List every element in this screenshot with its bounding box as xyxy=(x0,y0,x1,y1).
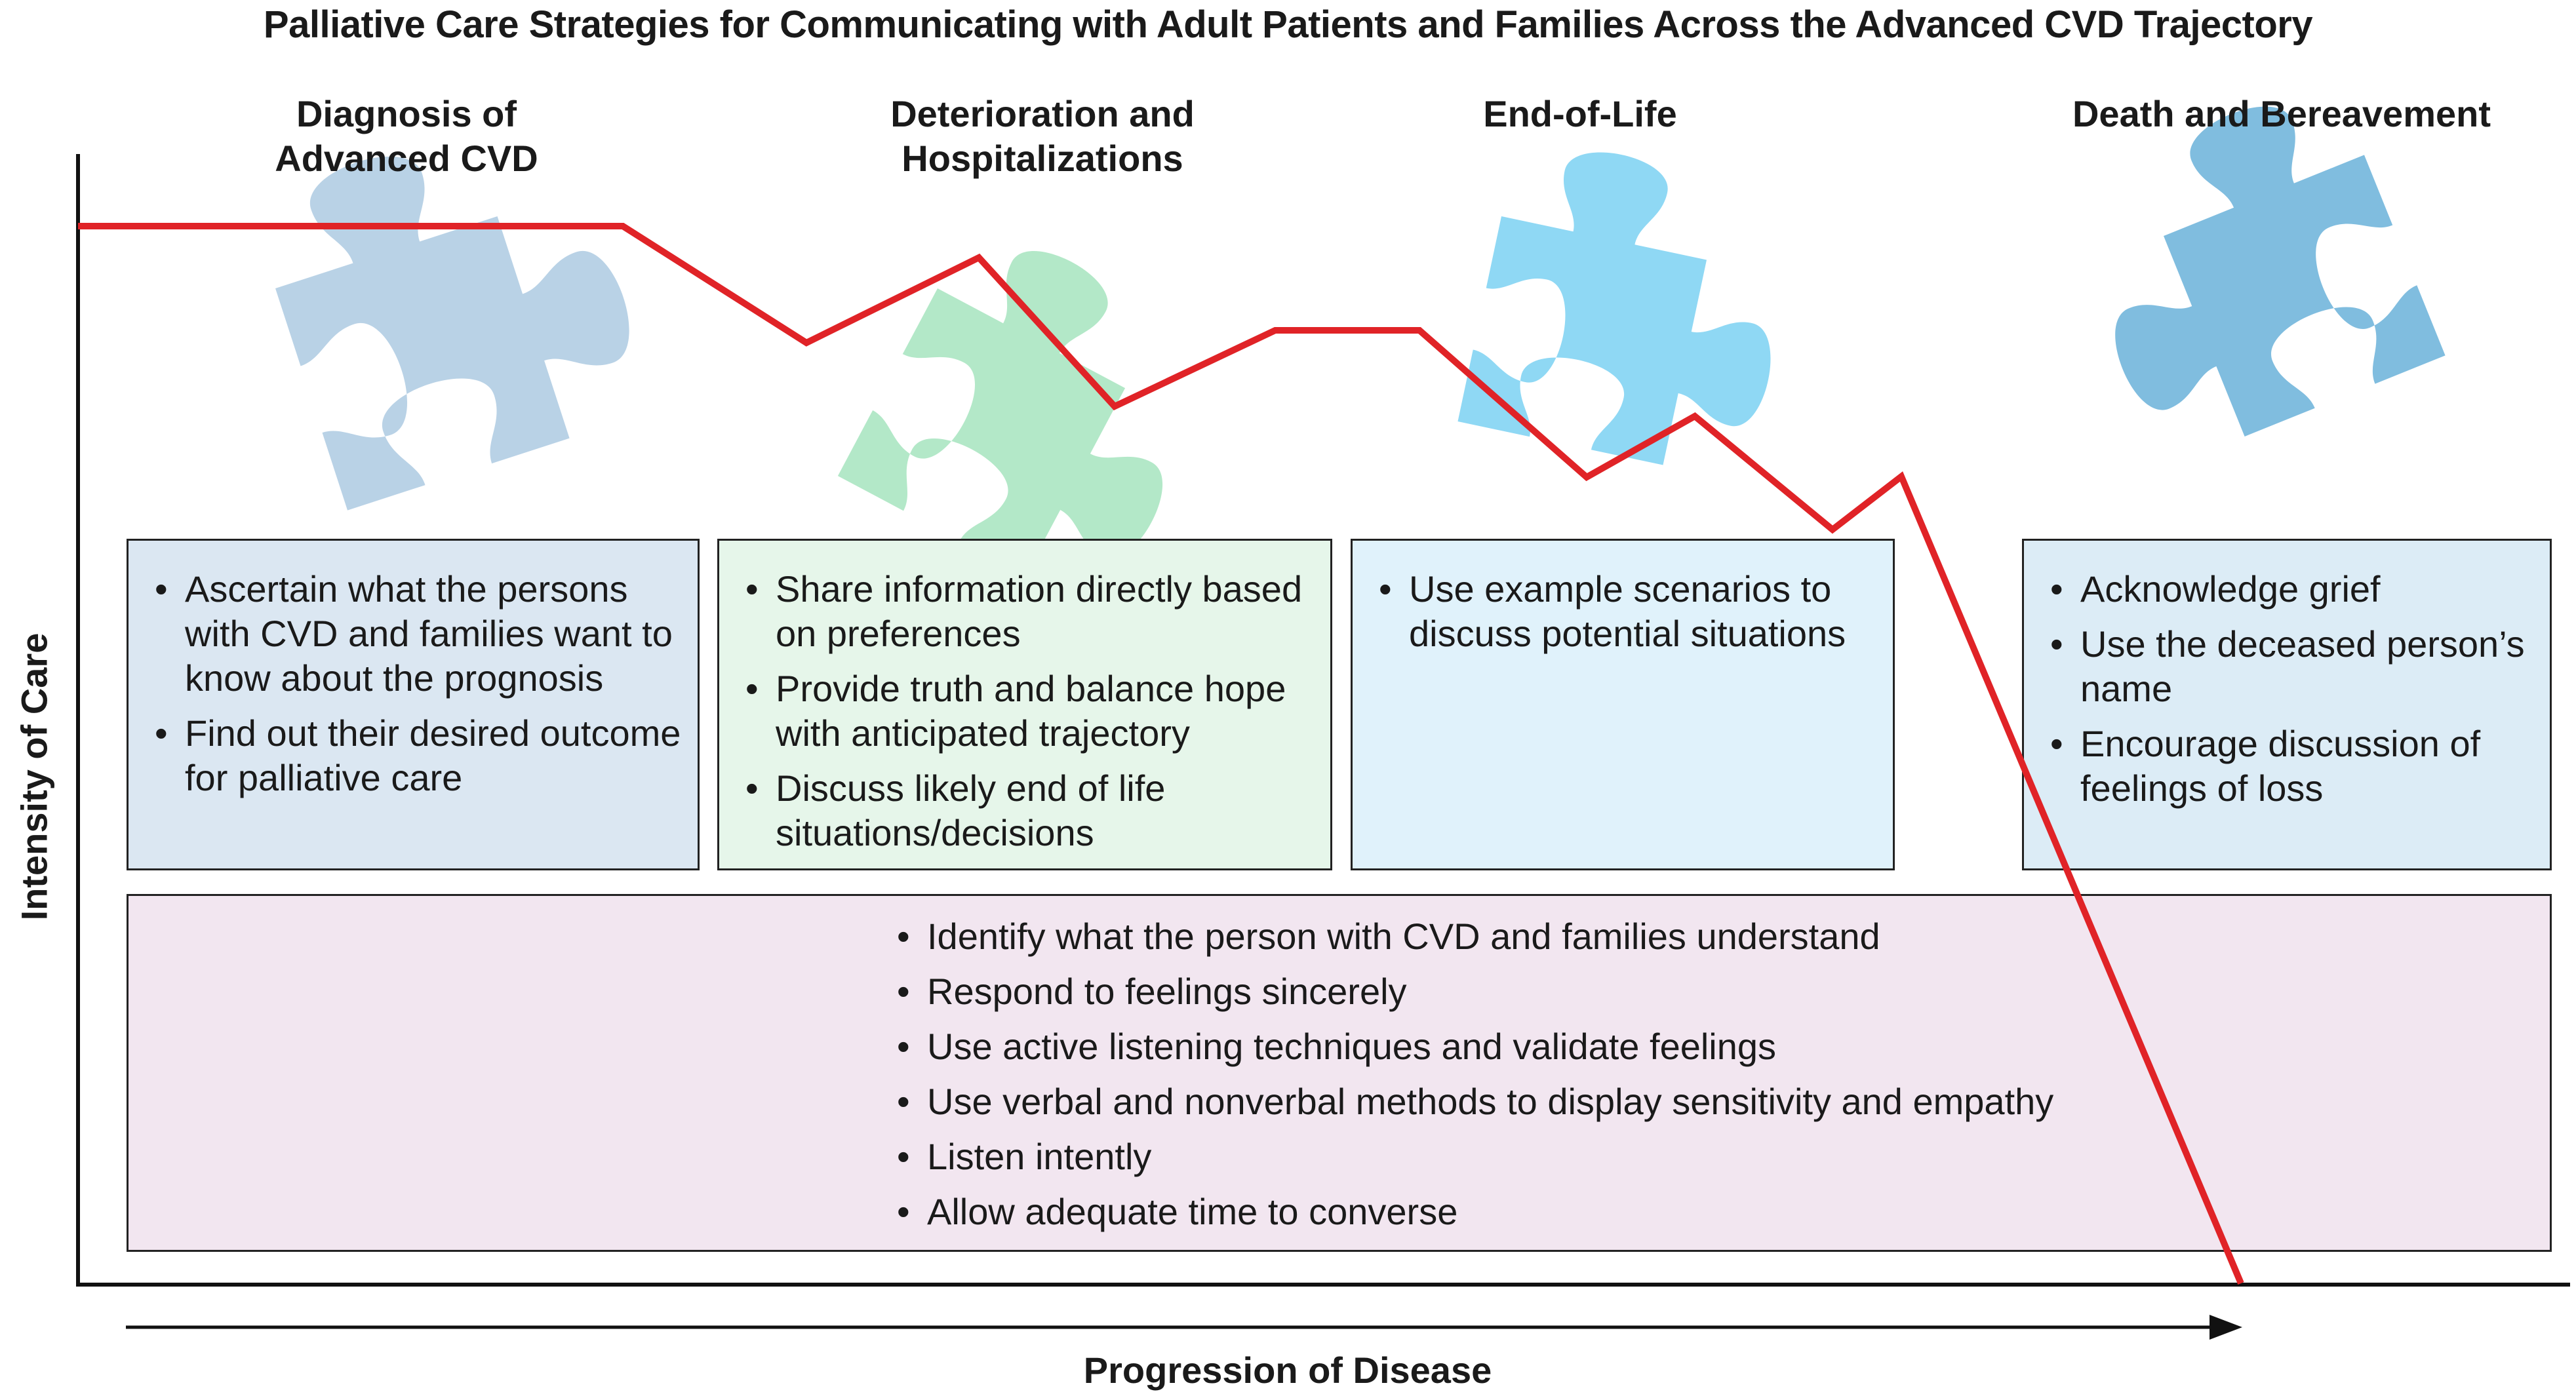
strategy-item: Provide truth and balance hope with anti… xyxy=(731,667,1317,756)
strategy-item: Encourage discussion of feelings of loss xyxy=(2036,722,2539,811)
strategy-item: Share information directly based on pref… xyxy=(731,567,1317,656)
progression-arrowhead xyxy=(2209,1315,2242,1340)
y-axis-label: Intensity of Care xyxy=(13,632,55,921)
strategy-box-end-of-life: Use example scenarios to discuss potenti… xyxy=(1351,539,1895,870)
strategy-box-deterioration: Share information directly based on pref… xyxy=(717,539,1332,870)
strategy-box-bereavement: Acknowledge grief Use the deceased perso… xyxy=(2022,539,2552,870)
strategy-item: Acknowledge grief xyxy=(2036,567,2539,612)
strategy-item: Find out their desired outcome for palli… xyxy=(140,711,684,800)
common-strategy-item: Use verbal and nonverbal methods to disp… xyxy=(882,1079,2550,1124)
strategy-item: Use example scenarios to discuss potenti… xyxy=(1364,567,1880,656)
common-strategy-item: Respond to feelings sincerely xyxy=(882,969,2550,1014)
strategy-box-diagnosis: Ascertain what the persons with CVD and … xyxy=(127,539,700,870)
common-strategy-item: Listen intently xyxy=(882,1135,2550,1179)
common-strategies-box: Identify what the person with CVD and fa… xyxy=(127,894,2552,1252)
strategy-item: Discuss likely end of life situations/de… xyxy=(731,766,1317,855)
common-strategy-item: Allow adequate time to converse xyxy=(882,1190,2550,1234)
stage-heading-diagnosis: Diagnosis of Advanced CVD xyxy=(275,93,538,179)
strategy-item: Ascertain what the persons with CVD and … xyxy=(140,567,684,701)
stage-heading-deterioration: Deterioration and Hospitalizations xyxy=(890,93,1195,179)
x-axis-label: Progression of Disease xyxy=(1083,1349,1492,1391)
common-strategy-item: Identify what the person with CVD and fa… xyxy=(882,914,2550,959)
common-strategy-item: Use active listening techniques and vali… xyxy=(882,1024,2550,1069)
diagram-title: Palliative Care Strategies for Communica… xyxy=(263,3,2313,46)
stage-heading-bereavement: Death and Bereavement xyxy=(2072,93,2491,134)
strategy-item: Use the deceased person’s name xyxy=(2036,622,2539,711)
puzzle-piece-end-of-life xyxy=(1457,132,1808,483)
stage-heading-end-of-life: End-of-Life xyxy=(1483,93,1677,134)
